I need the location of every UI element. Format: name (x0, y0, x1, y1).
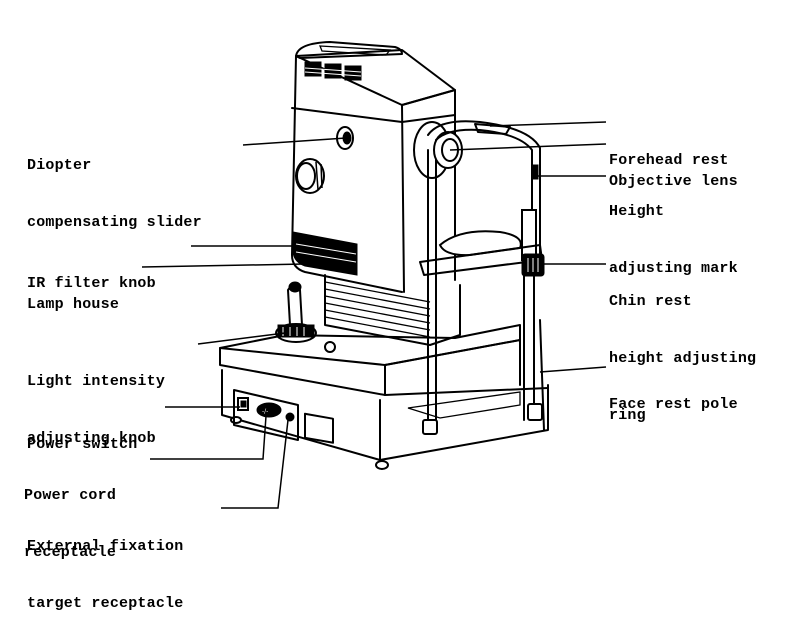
fundus-camera-diagram: -/- (141, 41, 607, 509)
label-lamp-house: Lamp house (27, 257, 119, 333)
label-light-intensity-adjusting-knob: Light intensity adjusting knob (27, 334, 165, 467)
leader-lamp-house (141, 263, 306, 268)
label-line: Height (609, 203, 665, 220)
power-switch-icon (237, 397, 249, 411)
leader-face-rest-pole (539, 366, 607, 373)
label-chin-rest-height-adjusting-ring: Chin rest height adjusting ring (609, 254, 756, 444)
leader-objective-lens (449, 143, 607, 151)
power-cord-receptacle-icon: -/- (256, 402, 282, 418)
leader-light-intensity (197, 332, 286, 345)
leader-diopter (242, 137, 347, 146)
ir-filter-vent-icon (292, 231, 358, 276)
label-line: ring (609, 407, 646, 424)
label-line: Lamp house (27, 296, 120, 313)
leader-lines (141, 121, 607, 509)
label-line: Forehead rest (609, 152, 729, 169)
label-power-switch: Power switch (27, 397, 137, 473)
label-line: Chin rest (609, 293, 692, 310)
chin-rest-ring-icon (521, 253, 545, 277)
label-line: adjusting knob (27, 430, 156, 447)
leader-forehead-rest (489, 121, 607, 127)
label-line: Face rest pole (609, 396, 738, 413)
side-knob-icon (295, 158, 325, 194)
label-line: receptacle (24, 544, 117, 561)
label-objective-lens: Objective lens (609, 134, 738, 210)
label-line: Power switch (27, 436, 138, 453)
label-power-cord-receptacle: Power cord receptacle (24, 448, 116, 581)
face-rest-frame (419, 120, 545, 431)
top-vent-grille-icon (304, 61, 362, 81)
label-line: IR filter knob (27, 275, 156, 292)
label-height-adjusting-mark: Height adjusting mark (609, 164, 738, 297)
label-line: Light intensity (27, 373, 166, 390)
label-external-fixation-target-receptacle: External fixation target receptacle (27, 499, 183, 632)
label-line: height adjusting (609, 350, 757, 367)
external-fixation-receptacle-icon (285, 412, 295, 422)
label-diopter-compensating-slider: Diopter compensating slider (27, 118, 202, 251)
label-ir-filter-knob: IR filter knob (27, 236, 156, 312)
bellows (324, 274, 461, 346)
label-line: External fixation (27, 538, 184, 555)
label-line: adjusting mark (609, 260, 738, 277)
base: -/- (219, 281, 549, 470)
label-face-rest-pole: Face rest pole (609, 357, 738, 433)
label-line: Objective lens (609, 173, 738, 190)
leader-power-cord (150, 415, 267, 460)
svg-text:-/-: -/- (262, 408, 268, 415)
joystick-icon (275, 281, 336, 353)
leader-external-fixation (221, 419, 289, 509)
label-line: target receptacle (27, 595, 184, 612)
label-line: Power cord (24, 487, 117, 504)
label-forehead-rest: Forehead rest (609, 113, 729, 189)
label-line: compensating slider (27, 214, 202, 231)
label-line: Diopter (27, 157, 92, 174)
